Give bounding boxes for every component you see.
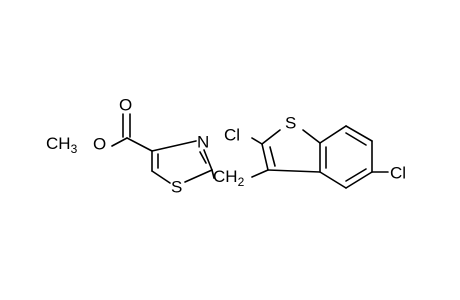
bond-c5-c4 bbox=[345, 171, 373, 189]
bond-c3a-c3 bbox=[267, 169, 321, 173]
chlorine-2-label: Cl bbox=[224, 125, 240, 144]
bond-c2b-cl bbox=[251, 137, 263, 145]
atom-labels: CH3 O O N S CH2 S Cl Cl bbox=[46, 95, 406, 196]
bond-c5-c4-inner bbox=[345, 168, 367, 182]
bond-c4-c3a bbox=[319, 171, 347, 189]
methyl-label: CH3 bbox=[46, 134, 78, 156]
thiazole-nitrogen-label: N bbox=[197, 132, 209, 151]
carbonyl-oxygen-label: O bbox=[119, 95, 132, 114]
bond-o-carbonyl bbox=[111, 137, 128, 147]
chlorine-5-label: Cl bbox=[390, 163, 406, 182]
bond-c2-n3-inner bbox=[199, 151, 207, 164]
bond-carbonyl-c4 bbox=[126, 137, 153, 152]
bond-c7-c6 bbox=[345, 125, 373, 142]
benzothiophene-sulfur-label: S bbox=[285, 113, 296, 132]
bond-s1-c2 bbox=[184, 169, 213, 183]
linker-label: CH2 bbox=[213, 167, 245, 189]
thiazole-sulfur-label: S bbox=[171, 177, 182, 196]
bonds bbox=[111, 113, 389, 189]
bond-c7-c6-inner bbox=[345, 132, 367, 146]
bond-ch2-c3 bbox=[251, 169, 269, 178]
bond-c2-ch2 bbox=[211, 169, 215, 179]
bond-c3-c2b-inner bbox=[269, 146, 276, 167]
bond-s-c7a bbox=[302, 129, 321, 144]
bond-c2-n3 bbox=[203, 149, 213, 171]
ester-oxygen-label: O bbox=[93, 134, 106, 153]
bond-c4-n3 bbox=[151, 140, 197, 152]
bond-c2b-s bbox=[261, 129, 281, 145]
bond-c7a-c7 bbox=[319, 125, 347, 144]
bond-c5-s1 bbox=[151, 170, 171, 184]
bond-c3-c2b bbox=[261, 143, 269, 171]
